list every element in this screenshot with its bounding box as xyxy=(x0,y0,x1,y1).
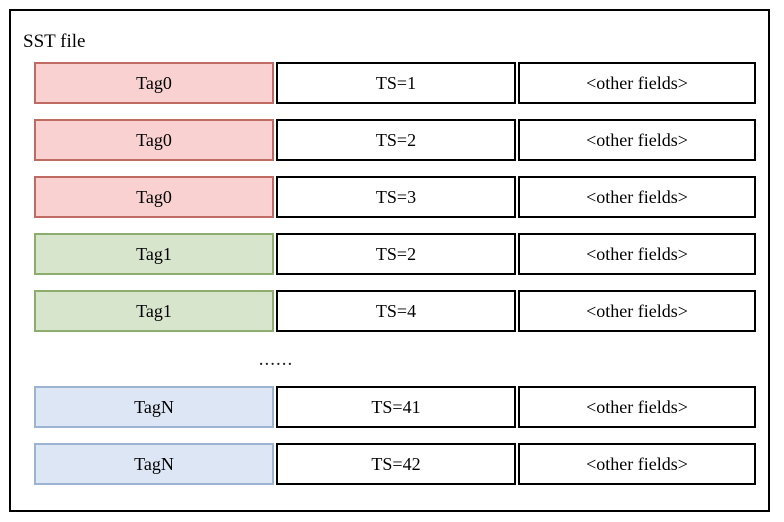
record-list: Tag0 TS=1 <other fields> Tag0 TS=2 <ot xyxy=(34,62,756,500)
timestamp-label: TS=1 xyxy=(375,73,417,93)
cell-tag: Tag0 xyxy=(34,119,274,161)
sst-file-title: SST file xyxy=(23,31,86,52)
tag-label: Tag0 xyxy=(136,187,172,207)
cell-other-fields: <other fields> xyxy=(518,176,756,218)
cell-other-fields: <other fields> xyxy=(518,290,756,332)
other-fields-label: <other fields> xyxy=(586,73,688,93)
table-row: TagN TS=41 <other fields> xyxy=(34,386,756,428)
cell-timestamp: TS=41 xyxy=(276,386,516,428)
timestamp-label: TS=2 xyxy=(375,244,417,264)
tag-label: Tag1 xyxy=(136,301,172,321)
ellipsis-label: ...... xyxy=(258,349,294,370)
table-row: Tag0 TS=3 <other fields> xyxy=(34,176,756,218)
tag-label: Tag0 xyxy=(136,130,172,150)
cell-timestamp: TS=2 xyxy=(276,233,516,275)
cell-timestamp: TS=4 xyxy=(276,290,516,332)
other-fields-label: <other fields> xyxy=(586,454,688,474)
cell-timestamp: TS=3 xyxy=(276,176,516,218)
sst-file-container: SST file Tag0 TS=1 <other fields> Tag0 xyxy=(9,9,770,512)
cell-tag: Tag0 xyxy=(34,62,274,104)
tag-label: Tag0 xyxy=(136,73,172,93)
timestamp-label: TS=4 xyxy=(375,301,417,321)
cell-other-fields: <other fields> xyxy=(518,386,756,428)
cell-tag: Tag1 xyxy=(34,290,274,332)
table-row: Tag1 TS=2 <other fields> xyxy=(34,233,756,275)
cell-tag: TagN xyxy=(34,443,274,485)
tag-label: TagN xyxy=(134,397,174,417)
other-fields-label: <other fields> xyxy=(586,187,688,207)
other-fields-label: <other fields> xyxy=(586,130,688,150)
cell-other-fields: <other fields> xyxy=(518,119,756,161)
cell-other-fields: <other fields> xyxy=(518,233,756,275)
cell-timestamp: TS=2 xyxy=(276,119,516,161)
cell-tag: TagN xyxy=(34,386,274,428)
tag-label: Tag1 xyxy=(136,244,172,264)
table-row: Tag0 TS=2 <other fields> xyxy=(34,119,756,161)
tag-label: TagN xyxy=(134,454,174,474)
timestamp-label: TS=41 xyxy=(371,397,421,417)
ellipsis-separator: ...... xyxy=(34,347,756,377)
other-fields-label: <other fields> xyxy=(586,244,688,264)
cell-tag: Tag1 xyxy=(34,233,274,275)
cell-other-fields: <other fields> xyxy=(518,443,756,485)
timestamp-label: TS=2 xyxy=(375,130,417,150)
cell-other-fields: <other fields> xyxy=(518,62,756,104)
timestamp-label: TS=42 xyxy=(371,454,421,474)
cell-timestamp: TS=42 xyxy=(276,443,516,485)
cell-timestamp: TS=1 xyxy=(276,62,516,104)
table-row: TagN TS=42 <other fields> xyxy=(34,443,756,485)
table-row: Tag1 TS=4 <other fields> xyxy=(34,290,756,332)
cell-tag: Tag0 xyxy=(34,176,274,218)
table-row: Tag0 TS=1 <other fields> xyxy=(34,62,756,104)
other-fields-label: <other fields> xyxy=(586,397,688,417)
other-fields-label: <other fields> xyxy=(586,301,688,321)
timestamp-label: TS=3 xyxy=(375,187,417,207)
